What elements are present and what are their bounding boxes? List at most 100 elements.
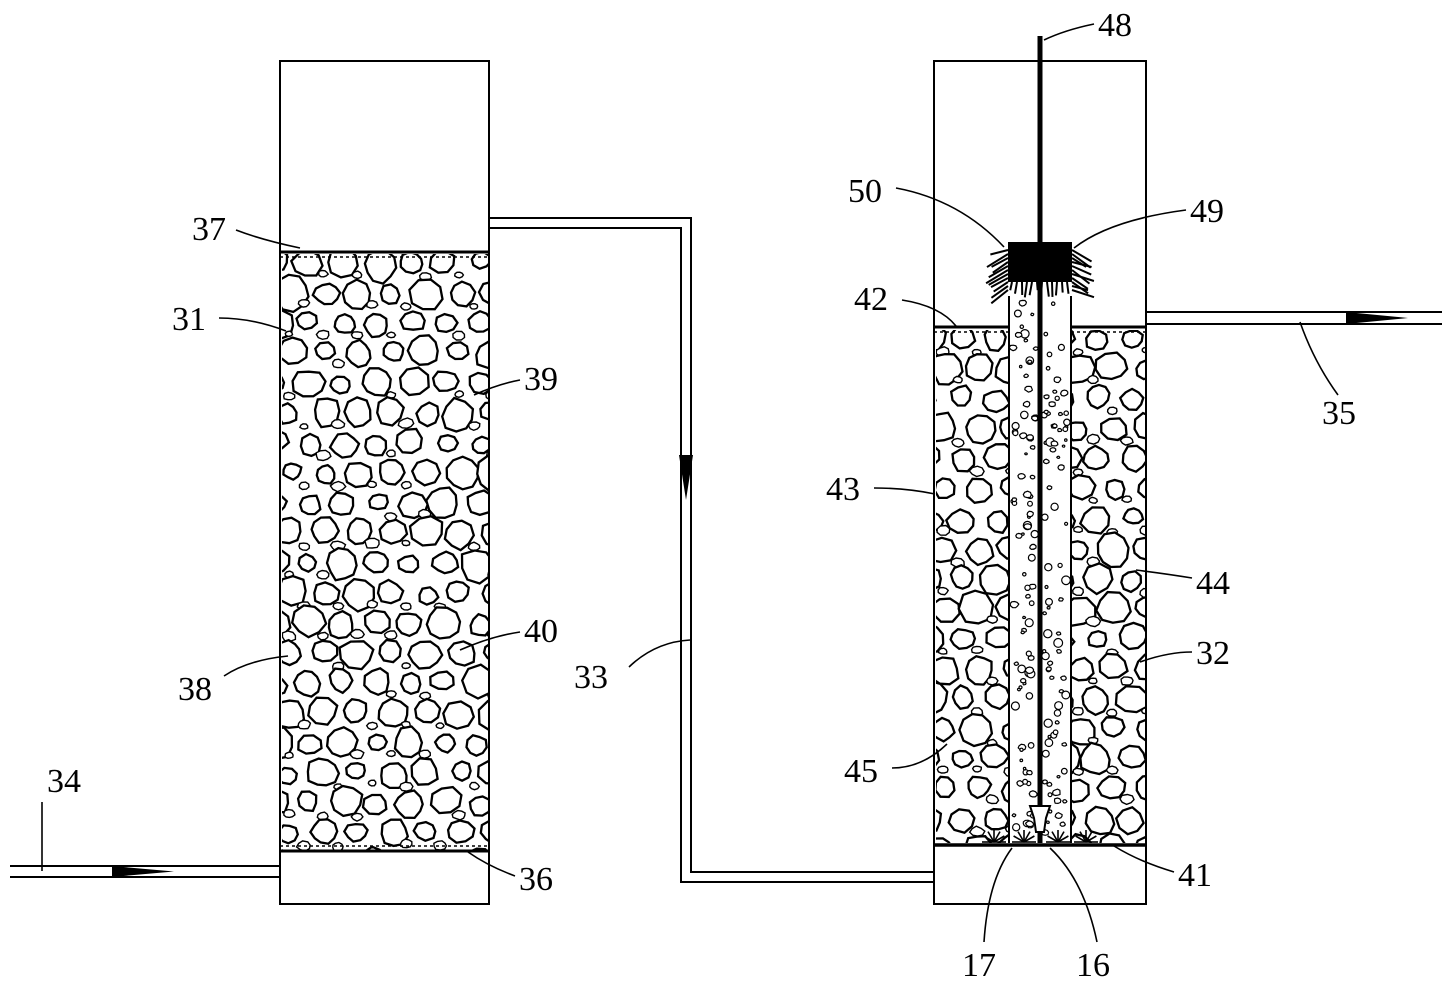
packing-pebble	[500, 600, 514, 610]
packing-pebble	[454, 390, 465, 399]
packing-stone	[282, 254, 289, 271]
label-43: 43	[826, 471, 860, 508]
packing-pebble	[298, 542, 311, 552]
tube-particle	[1030, 312, 1035, 317]
tube-particle	[1056, 455, 1061, 460]
tube-particle	[1045, 666, 1052, 672]
packing-stone	[363, 254, 398, 285]
packing-pebble	[504, 781, 512, 787]
tube-particle	[1046, 781, 1053, 787]
tube-particle	[1057, 464, 1065, 471]
packing-stone	[291, 370, 327, 398]
tube-particle	[1019, 324, 1025, 330]
packing-stone	[964, 654, 993, 686]
bristle	[983, 835, 995, 843]
packing-pebble	[418, 749, 432, 759]
packing-pebble	[367, 779, 377, 787]
tube-particle	[1050, 440, 1059, 447]
packing-stone	[443, 519, 476, 552]
packing-stone	[1156, 809, 1180, 835]
packing-pebble	[501, 422, 515, 431]
tube-particle	[1059, 675, 1067, 681]
packing-stone	[477, 281, 488, 305]
packing-stone	[407, 640, 444, 670]
packing-pebble	[1173, 587, 1186, 596]
packing-pebble	[332, 601, 345, 611]
packing-stone	[344, 762, 366, 780]
tube-particle	[1053, 637, 1064, 648]
packing-stone	[1133, 653, 1145, 681]
label-31: 31	[172, 301, 206, 338]
tube-particle	[1020, 630, 1025, 635]
packing-stone	[378, 518, 409, 545]
tube-particle	[1027, 553, 1036, 562]
packing-stone	[311, 639, 339, 663]
tube-particle	[1051, 423, 1058, 429]
packing-pebble	[317, 269, 330, 278]
tube-particle	[1057, 411, 1064, 417]
packing-stone	[964, 353, 994, 382]
packing-pebble	[318, 873, 327, 879]
bristle	[1079, 831, 1087, 843]
packing-pebble	[283, 808, 296, 819]
tube-particle	[1022, 766, 1027, 771]
packing-stone	[1071, 354, 1097, 384]
packing-stone	[994, 355, 1009, 385]
packing-stone	[1071, 473, 1097, 501]
packing-stone	[1135, 775, 1145, 801]
packing-stone	[936, 625, 945, 653]
label-40: 40	[524, 613, 558, 650]
tube-particle	[1057, 343, 1066, 351]
packing-stone	[936, 477, 956, 500]
packing-stone	[1153, 387, 1183, 415]
bristle	[990, 249, 1009, 256]
packing-stone	[445, 580, 470, 604]
tube-particle	[1025, 593, 1031, 599]
tube-particle	[1043, 458, 1050, 465]
first-column	[279, 60, 515, 905]
packing-stone	[346, 517, 373, 546]
tube-particle	[1047, 792, 1053, 798]
packing-stone	[1084, 805, 1116, 836]
bristle	[1017, 831, 1025, 843]
packing-stone	[944, 508, 975, 534]
packing-pebble	[1084, 615, 1102, 628]
packing-stone	[333, 312, 357, 334]
packing-stone	[481, 583, 488, 605]
packing-stone	[295, 311, 319, 331]
packing-stone	[465, 734, 488, 757]
packing-stone	[1096, 775, 1127, 800]
packing-stone	[947, 808, 976, 834]
packing-stone	[936, 597, 961, 623]
tube-particle	[1050, 502, 1059, 511]
packing-stone	[1156, 563, 1181, 590]
packing-stone	[399, 671, 422, 696]
packing-stone	[995, 535, 1009, 560]
packing-stone	[1133, 411, 1145, 440]
packing-stone	[951, 749, 975, 769]
packing-pebble	[1139, 587, 1145, 598]
packing-stone	[1086, 383, 1111, 410]
bristle	[1066, 281, 1070, 294]
packing-pebble	[385, 749, 396, 758]
packing-stone	[936, 716, 956, 743]
tube-particle	[1058, 688, 1065, 694]
packing-stone	[1071, 540, 1089, 561]
packing-stone	[477, 699, 488, 731]
tube-particle	[1028, 600, 1035, 607]
outlet-flow-arrow	[1346, 312, 1408, 324]
packing-pebble	[485, 390, 488, 400]
packing-stone	[341, 278, 372, 311]
bristle	[988, 273, 1009, 286]
cap-bristles	[985, 249, 1095, 305]
packing-pebble	[299, 423, 309, 430]
label-49: 49	[1190, 193, 1224, 230]
tube-particle	[1014, 331, 1023, 339]
packing-stone	[363, 667, 390, 697]
tube-particle	[1022, 615, 1027, 620]
bristle	[1023, 831, 1031, 843]
packing-stone	[936, 775, 956, 799]
tube-particle	[1027, 655, 1035, 661]
packing-stone	[445, 341, 470, 361]
bristle	[1071, 261, 1092, 268]
